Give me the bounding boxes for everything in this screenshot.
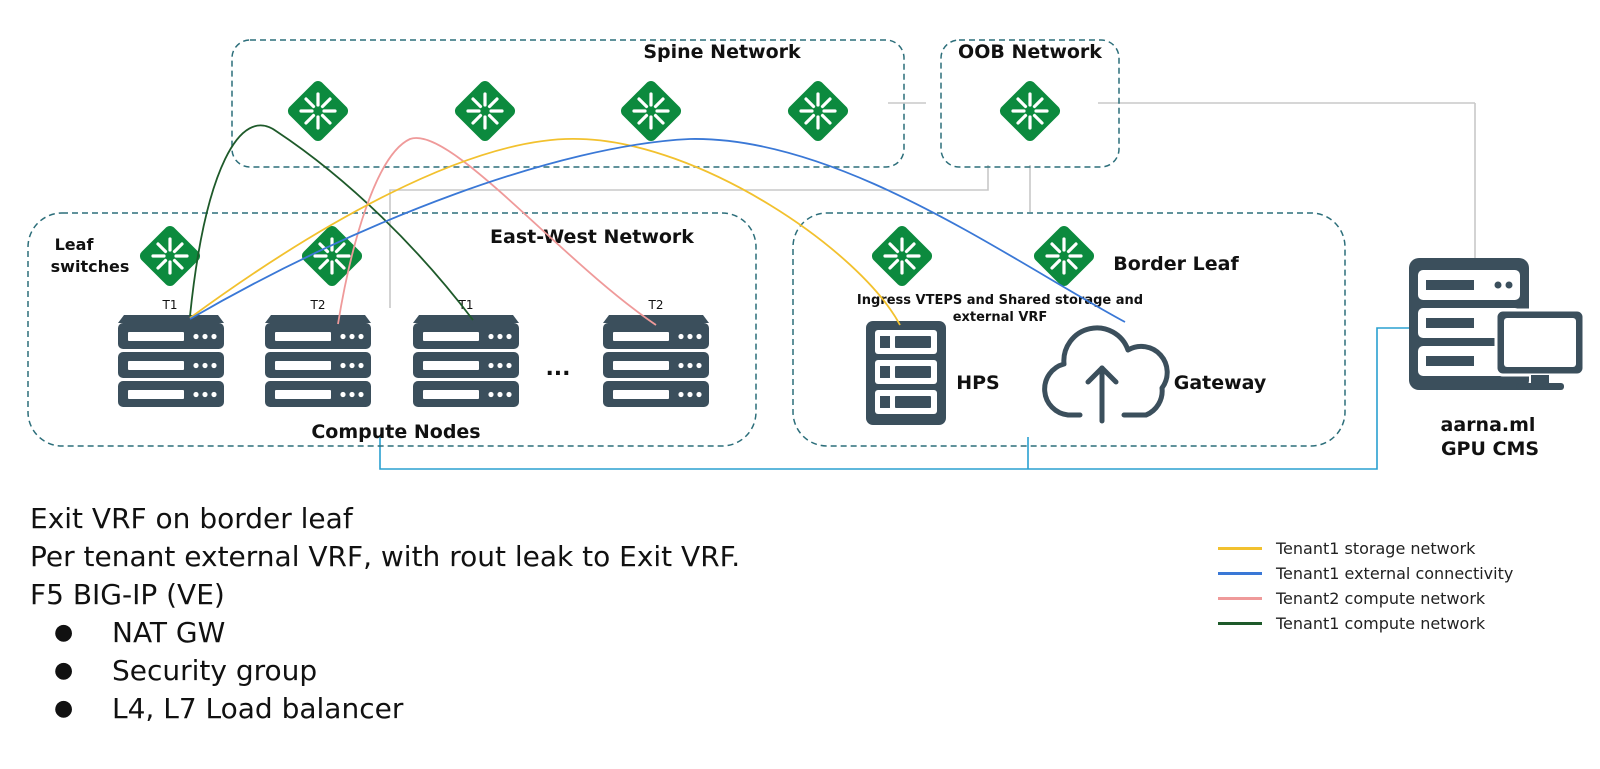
oob-switch-icon bbox=[995, 76, 1065, 146]
legend-label: Tenant2 compute network bbox=[1276, 589, 1486, 608]
border-leaf-switch-icon bbox=[1029, 221, 1099, 291]
spine-network-title: Spine Network bbox=[643, 41, 801, 63]
legend: Tenant1 storage network Tenant1 external… bbox=[1218, 536, 1513, 636]
ingress-label-line1: Ingress VTEPS and Shared storage and bbox=[857, 293, 1143, 308]
note-bullet: Security group bbox=[30, 652, 740, 690]
compute-tag: T1 bbox=[162, 298, 178, 312]
compute-server-icon bbox=[603, 315, 709, 407]
hps-storage-icon bbox=[866, 321, 946, 425]
tenant1-compute-path bbox=[189, 124, 474, 321]
tenant1-storage-path bbox=[189, 138, 901, 326]
cms-server-monitor-icon bbox=[1409, 258, 1586, 390]
note-line: F5 BIG-IP (VE) bbox=[30, 578, 225, 611]
legend-item: Tenant1 external connectivity bbox=[1218, 561, 1513, 586]
oob-network-title: OOB Network bbox=[958, 41, 1102, 63]
note-line: Exit VRF on border leaf bbox=[30, 502, 353, 535]
note-bullet: NAT GW bbox=[30, 614, 740, 652]
leaf-switches-label-line1: Leaf bbox=[55, 235, 95, 254]
gateway-label: Gateway bbox=[1174, 372, 1267, 394]
oob-links bbox=[389, 102, 1476, 308]
east-west-network-box bbox=[27, 212, 757, 447]
legend-label: Tenant1 external connectivity bbox=[1276, 564, 1514, 583]
legend-item: Tenant2 compute network bbox=[1218, 586, 1513, 611]
spine-switch-icon bbox=[283, 76, 353, 146]
compute-server-icon bbox=[413, 315, 519, 407]
compute-tag: T2 bbox=[648, 298, 664, 312]
notes-block: Exit VRF on border leaf Per tenant exter… bbox=[30, 500, 740, 728]
spine-switch-icon bbox=[450, 76, 520, 146]
compute-tag: T2 bbox=[310, 298, 326, 312]
leaf-switches-label-line2: switches bbox=[51, 257, 130, 276]
legend-swatch bbox=[1218, 572, 1262, 575]
border-leaf-switch-icon bbox=[867, 221, 937, 291]
border-leaf-title: Border Leaf bbox=[1113, 253, 1239, 275]
legend-swatch bbox=[1218, 597, 1262, 600]
network-diagram: Spine Network OOB Network East-West Netw… bbox=[27, 39, 1586, 470]
east-west-network-title: East-West Network bbox=[490, 226, 694, 248]
ingress-label-line2: external VRF bbox=[953, 310, 1048, 325]
note-bullet: L4, L7 Load balancer bbox=[30, 690, 740, 728]
leaf-switch-icon bbox=[135, 221, 205, 291]
legend-item: Tenant1 compute network bbox=[1218, 611, 1513, 636]
spine-switch-icon bbox=[783, 76, 853, 146]
legend-swatch bbox=[1218, 547, 1262, 550]
compute-tag: T1 bbox=[458, 298, 474, 312]
compute-server-icon bbox=[118, 315, 224, 407]
tenant1-external-path bbox=[189, 138, 1126, 323]
spine-switch-icon bbox=[616, 76, 686, 146]
legend-label: Tenant1 compute network bbox=[1276, 614, 1486, 633]
cms-label-line2: GPU CMS bbox=[1441, 438, 1539, 460]
compute-nodes-title: Compute Nodes bbox=[311, 421, 480, 443]
compute-server-icon bbox=[265, 315, 371, 407]
cms-label-line1: aarna.ml bbox=[1441, 414, 1536, 436]
oob-network-box bbox=[940, 39, 1120, 168]
border-leaf-box bbox=[792, 212, 1346, 447]
spine-network-box bbox=[231, 39, 905, 168]
note-bullets: NAT GW Security group L4, L7 Load balanc… bbox=[30, 614, 740, 728]
tenant2-compute-path bbox=[337, 137, 657, 326]
note-line: Per tenant external VRF, with rout leak … bbox=[30, 540, 741, 573]
hps-label: HPS bbox=[956, 372, 1000, 394]
legend-label: Tenant1 storage network bbox=[1276, 539, 1476, 558]
data-links bbox=[379, 327, 1410, 470]
cloud-upload-icon bbox=[1042, 325, 1170, 424]
legend-item: Tenant1 storage network bbox=[1218, 536, 1513, 561]
legend-swatch bbox=[1218, 622, 1262, 625]
more-nodes-ellipsis: ... bbox=[545, 356, 570, 381]
